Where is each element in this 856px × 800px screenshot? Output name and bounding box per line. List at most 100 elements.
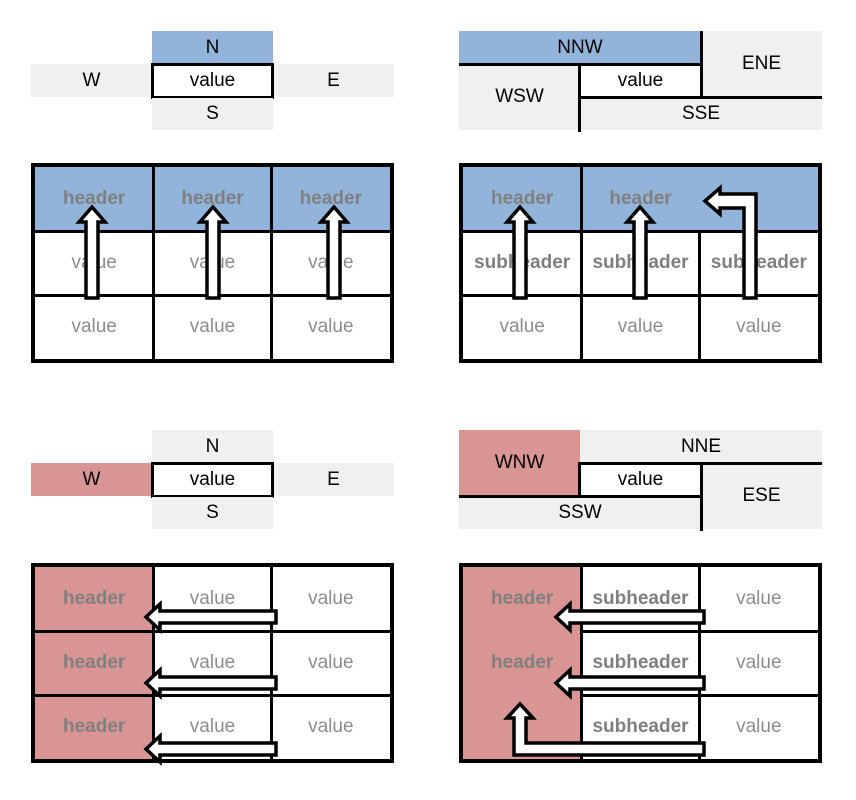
table-value-cell: value [736,588,782,609]
table-value-cell: value [308,316,354,337]
center-value-label: value [617,468,664,490]
divider-line [700,31,703,98]
west-cell: W [31,64,152,97]
table-value-cell: value [736,652,782,673]
wnw-cell: WNW [459,430,580,496]
table-header-cell: header [299,188,362,209]
ese-label: ESE [742,485,781,506]
table-subheader-cell: subheader [592,588,689,609]
table-grid-line [579,567,583,759]
table-subheader-cell: subheader [592,252,689,273]
table-value-cell: value [189,716,236,737]
center-value-cell: value [151,462,274,498]
table-value-cell: value [71,252,117,273]
north-label: N [205,435,220,457]
table-subheader-cell: subheader [592,716,689,737]
divider-line [459,495,702,498]
table-grid-line [581,693,818,697]
sse-cell: SSE [580,97,822,130]
table-value-cell: value [189,588,236,609]
table-grid-line [35,629,390,633]
table-grid-line [35,293,390,297]
table-grid-line [270,567,274,759]
wnw-label: WNW [494,452,545,473]
divider-line [578,462,581,497]
table-grid-line [698,567,702,759]
header-region [35,567,154,759]
table-header-cell: header [491,188,554,209]
table-value-cell: value [617,316,664,337]
table-grid-line [581,629,818,633]
table-value-cell: value [189,252,236,273]
west-cell: W [31,463,152,496]
ene-cell: ENE [701,31,822,97]
table-top-right: header header subheader subheader subheader v… [459,163,822,363]
divider-line [580,96,822,99]
table-subheader-cell: subheader [592,652,689,673]
table-value-cell: value [736,716,782,737]
center-value-label: value [617,69,664,91]
table-bottom-left: header value value header value value header va… [31,563,394,763]
table-value-cell: value [308,716,354,737]
south-cell: S [152,497,273,529]
west-label: W [82,468,101,490]
table-grid-line [151,167,155,359]
east-label: E [327,69,340,91]
north-label: N [205,36,220,58]
table-value-cell: value [308,252,354,273]
table-value-cell: value [308,588,354,609]
table-header-cell: header [63,652,126,673]
table-header-cell: header [63,716,126,737]
table-value-cell: value [189,652,236,673]
table-grid-line [463,293,818,297]
center-value-cell: value [580,463,701,496]
east-label: E [327,468,340,490]
table-header-cell: header [491,588,554,609]
divider-line [700,462,703,531]
table-header-cell: header [63,188,126,209]
table-grid-line [579,167,583,359]
table-value-cell: value [736,316,782,337]
table-value-cell: value [189,316,236,337]
east-cell: E [273,64,394,97]
south-label: S [206,103,219,124]
divider-line [578,63,581,132]
ese-cell: ESE [701,463,822,529]
nnw-cell: NNW [459,31,701,64]
ene-label: ENE [741,53,782,74]
table-grid-line [35,229,390,233]
wsw-label: WSW [495,86,544,107]
table-grid-line [463,229,818,233]
south-label: S [206,502,219,523]
table-grid-line [270,167,274,359]
table-header-cell: header [181,188,244,209]
table-value-cell: value [308,652,354,673]
center-value-label: value [189,70,236,91]
table-bottom-right: header subheader value header subheader value… [459,563,822,763]
table-header-cell: header [609,188,672,209]
table-value-cell: value [499,316,545,337]
east-cell: E [273,463,394,496]
table-subheader-cell: subheader [474,252,571,273]
north-cell: N [152,430,273,463]
north-cell: N [152,31,273,64]
table-subheader-cell: subheader [710,252,807,273]
nne-label: NNE [680,435,722,457]
center-value-cell: value [151,63,274,99]
sse-label: SSE [681,102,721,124]
west-label: W [82,69,101,91]
ssw-cell: SSW [459,496,701,529]
center-value-label: value [189,469,236,490]
nne-cell: NNE [580,430,822,463]
nnw-label: NNW [557,36,603,58]
ssw-label: SSW [558,501,602,523]
wsw-cell: WSW [459,64,580,130]
table-value-cell: value [71,316,117,337]
center-value-cell: value [580,64,701,97]
table-top-left: header header header value value value value va… [31,163,394,363]
table-grid-line [151,567,155,759]
table-header-cell: header [491,652,554,673]
table-header-cell: header [63,588,126,609]
south-cell: S [152,98,273,130]
